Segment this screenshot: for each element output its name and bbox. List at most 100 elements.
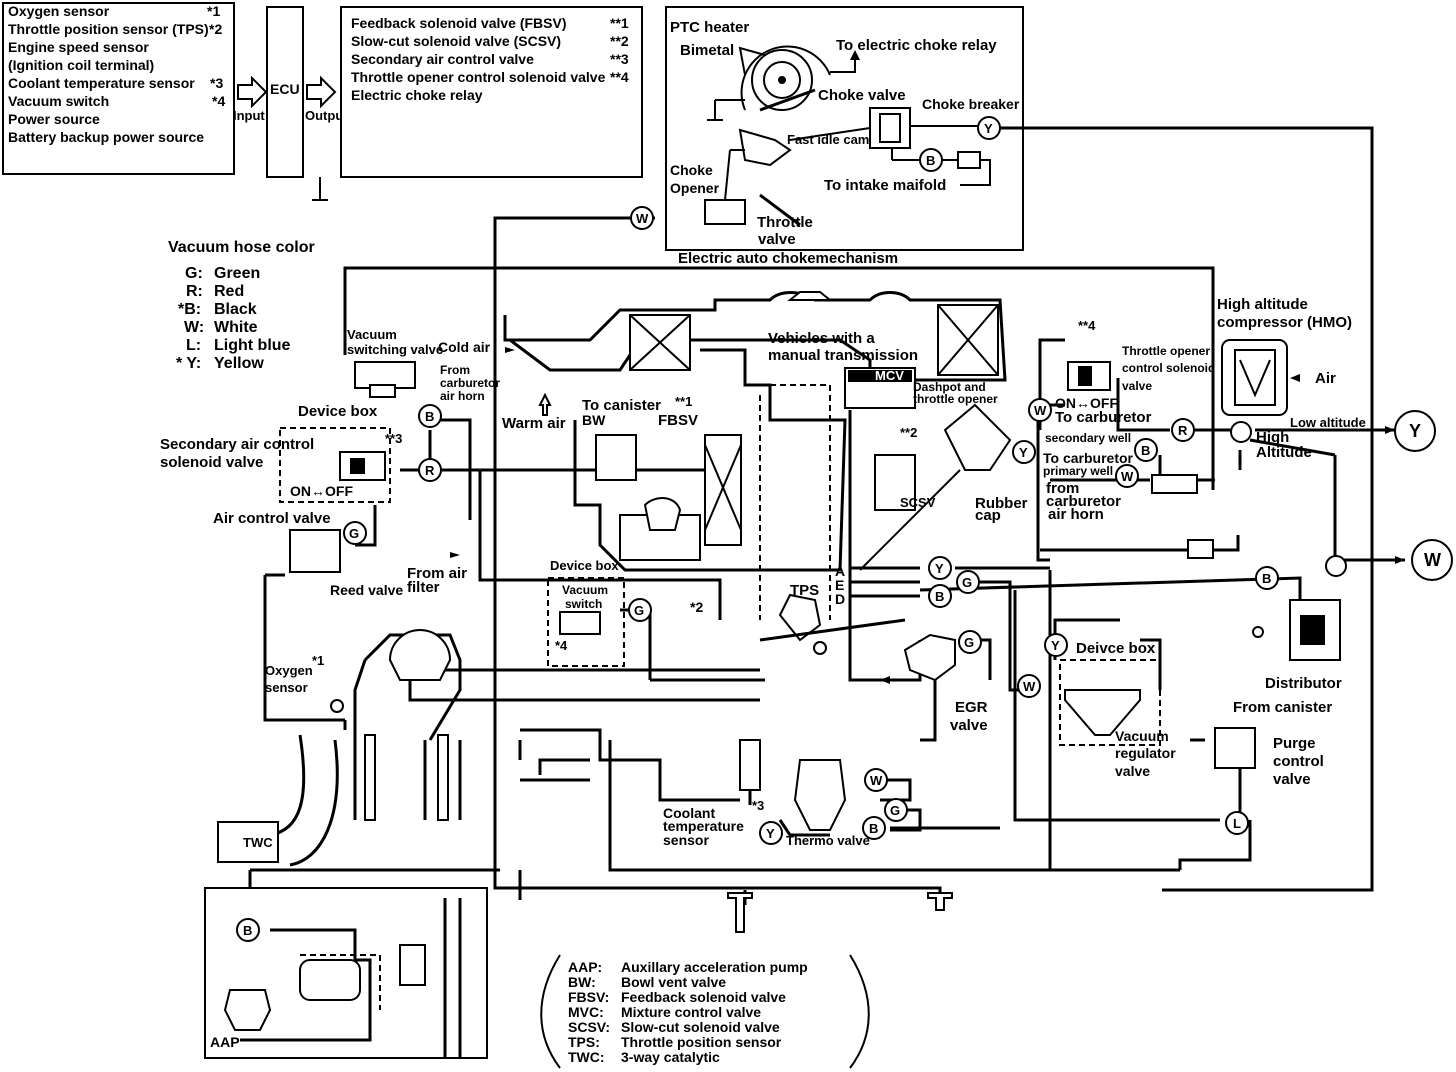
hose-marker-y: Y [928,556,952,580]
ecu-inputs-box: Oxygen sensor *1 Throttle position senso… [2,2,235,175]
svg-text:B: B [1262,571,1271,586]
input-ref: *3 [210,75,223,91]
exhaust-spring [364,734,376,821]
abbr-text: Auxillary acceleration pump [621,959,808,975]
svg-text:B: B [243,923,252,938]
rubber-cap-label-2: cap [975,507,1001,524]
svg-text:G: G [964,635,974,650]
low-altitude-label: Low altitude [1290,415,1366,430]
hose-marker-b: B [928,584,952,608]
twc-catalytic-converter [217,821,279,863]
choke-relay-label: To electric choke relay [836,37,997,54]
cold-air-label: Cold air [438,339,491,355]
abbr-text: Bowl vent valve [621,974,726,990]
aux-acceleration-pump [223,989,272,1031]
svg-text:Y: Y [1409,421,1421,441]
hose-marker-r: R [1171,418,1195,442]
output-ref: **2 [610,33,629,49]
svg-text:W: W [1424,550,1441,570]
fbsv-ref: **1 [675,394,692,409]
ecu-output-label: Output [305,108,348,123]
choke-opener-label-2: Opener [670,180,720,196]
connector-y: Y [1394,410,1436,452]
oxygen-label-2: sensor [265,680,308,695]
ecu-label: ECU [270,81,300,97]
coolant-thermo-group: *3 Coolant temperature sensor Thermo val… [520,728,870,848]
hose-marker-g: G [343,521,367,545]
egr-group: EGR valve [860,633,988,742]
input-label: (Ignition coil terminal) [8,57,154,73]
fast-idle-label: Fast idle cam [787,132,869,147]
input-label: Oxygen sensor [8,3,110,19]
legend-color: Red [214,283,244,300]
input-arrow-icon [237,75,268,109]
input-ref: *1 [207,3,220,19]
up-arrow-icon [538,392,552,416]
hose-marker-g: G [884,798,908,822]
legend-code: *B: [178,301,201,318]
sec-air-label-2: solenoid valve [160,454,263,471]
mcv-label: MCV [875,368,904,383]
opener-ref: **4 [1078,318,1096,333]
legend-code: R: [186,283,203,300]
from-carb-label-2: carburetor [440,376,500,390]
hmo-group: High altitude compressor (HMO) Air Low a… [1217,296,1405,577]
tee-connectors [727,892,953,933]
dashpot-label-2: throttle opener [913,392,998,406]
ecu-input-label: Input [233,108,265,123]
device-box-2-label: Device box [550,558,619,573]
throttle-valve-label-2: valve [758,231,796,248]
vacuum-switch [559,611,601,635]
to-canister-label: To canister [582,397,661,414]
hose-marker-l: L [1225,811,1249,835]
thermo-valve [793,759,847,831]
coolant-label-3: sensor [663,832,709,848]
svg-text:R: R [425,463,435,478]
oxygen-ref: *1 [312,653,324,668]
hmo-label-2: compressor (HMO) [1217,314,1352,331]
input-label: Throttle position sensor (TPS) [8,21,209,37]
on-off-label: ON↔OFF [290,483,353,499]
air-label: Air [1315,370,1336,387]
svg-text:B: B [869,821,878,836]
to-carb-pri-label-2: primary well [1043,464,1113,478]
abbr-text: 3-way catalytic [621,1049,720,1065]
svg-text:W: W [1034,403,1047,418]
abbr-code: TPS: [568,1034,600,1050]
abbr-code: TWC: [568,1049,605,1065]
aap-label: AAP [210,1034,240,1050]
connector-w: W [1411,539,1453,581]
vacuum-switch-label-1: Vacuum [562,583,608,597]
ecu-outputs-box: Feedback solenoid valve (FBSV) **1 Slow-… [340,6,643,178]
throttle-valve-label-1: Throttle [757,214,813,231]
hose-marker-y: Y [1044,633,1068,657]
input-label: Power source [8,111,100,127]
hose-marker-y: Y [759,821,783,845]
bw-label: BW [582,412,606,428]
legend-color: Yellow [214,355,264,372]
svg-text:B: B [1141,443,1150,458]
vacuum-regulator-group: Deivce box Vacuum regulator valve [1059,640,1176,779]
slow-cut-solenoid [874,454,916,511]
svg-text:B: B [425,409,434,424]
ptc-heater-label: PTC heater [670,19,749,36]
vacuum-switch-ref: *4 [555,638,568,653]
svg-text:Y: Y [1019,445,1028,460]
tps-label: TPS [790,582,819,599]
legend-code: W: [184,319,204,336]
hose-marker-b: B [418,404,442,428]
manual-trans-label-1: Vehicles with a [768,330,875,347]
vacuum-hoses [248,126,1405,930]
purge-control-valve [1214,727,1256,769]
dashpot-label-1: Dashpot and [913,380,986,394]
legend-color: Black [214,301,257,318]
output-label: Secondary air control valve [351,51,534,67]
manual-trans-label-2: manual transmission [768,347,918,364]
hose-marker-w: W [1115,464,1139,488]
hose-color-legend: Vacuum hose color G: Green R: Red *B: Bl… [168,239,315,372]
wing-nut-icon [787,291,833,301]
bowl-vent-valve [595,434,637,481]
vacuum-switch-group: Device box Vacuum switch *4 *2 [547,558,703,667]
sec-air-ref: **3 [385,431,402,446]
